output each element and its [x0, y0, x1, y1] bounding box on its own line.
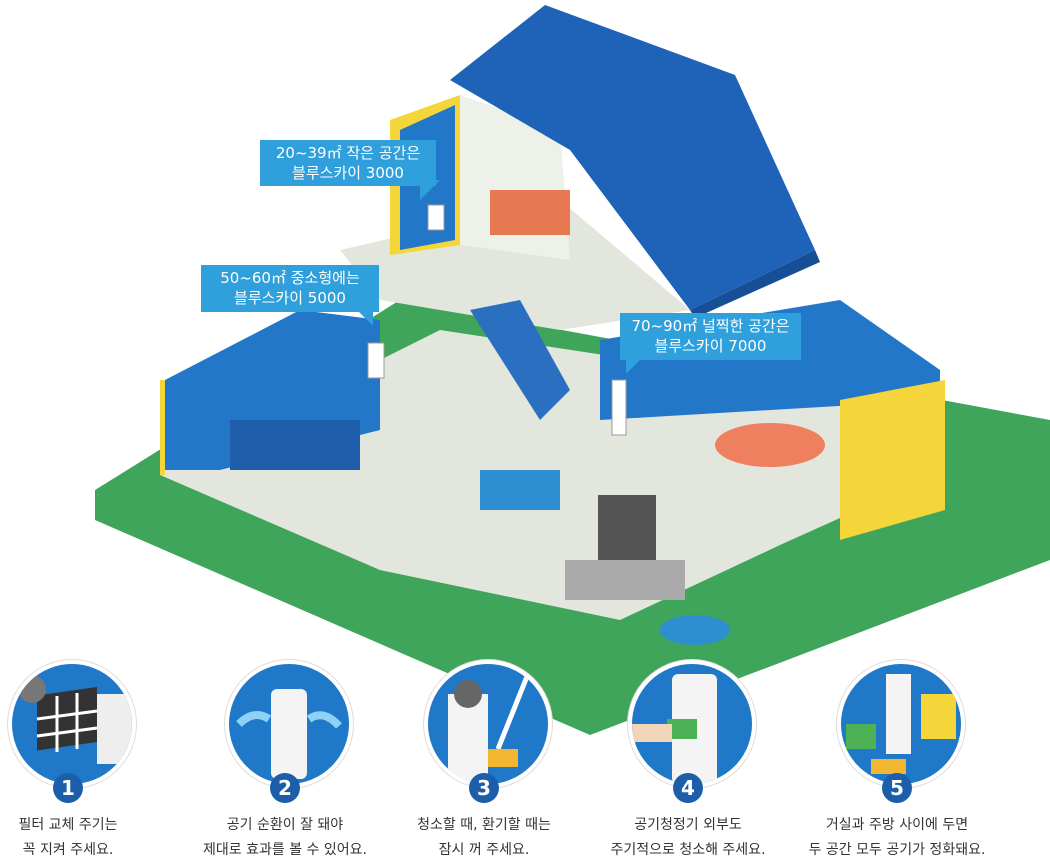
air-purifier — [611, 379, 627, 436]
tip-caption: 필터 교체 주기는 — [18, 817, 118, 833]
callout-line: 블루스카이 7000 — [654, 337, 767, 355]
left-wall-yellow — [160, 380, 165, 475]
air-purifier — [427, 204, 445, 231]
tip-caption: 두 공간 모두 공기가 정화돼요. — [808, 842, 986, 858]
roof — [450, 5, 815, 310]
callout-bluesky-3000: 20~39㎡ 작은 공간은 블루스카이 3000 — [260, 140, 440, 200]
tip-caption: 주기적으로 청소해 주세요. — [610, 842, 766, 858]
tip-caption: 공기청정기 외부도 — [634, 817, 742, 833]
callout-line: 50~60㎡ 중소형에는 — [220, 269, 360, 287]
tip-caption: 잠시 꺼 주세요. — [438, 842, 530, 858]
step-number-badge: 5 — [882, 773, 912, 803]
power-off-icon — [424, 660, 552, 788]
step-number-badge: 1 — [53, 773, 83, 803]
step-number-badge: 3 — [469, 773, 499, 803]
placement-icon — [837, 660, 965, 788]
callout-bluesky-7000: 70~90㎡ 널찍한 공간은 블루스카이 7000 — [620, 313, 801, 374]
tip-caption: 거실과 주방 사이에 두면 — [825, 817, 969, 833]
tip-caption: 공기 순환이 잘 돼야 — [226, 817, 344, 833]
callout-line: 블루스카이 3000 — [292, 164, 404, 182]
callout-bluesky-5000: 50~60㎡ 중소형에는 블루스카이 5000 — [201, 265, 379, 326]
tip-caption: 청소할 때, 환기할 때는 — [417, 817, 551, 833]
bed — [230, 420, 360, 470]
callout-line: 20~39㎡ 작은 공간은 — [275, 144, 421, 162]
air-purifier — [367, 342, 385, 379]
wipe-clean-icon — [628, 660, 756, 788]
tip-caption: 꼭 지켜 주세요. — [22, 842, 114, 858]
filter-replace-icon — [8, 660, 136, 788]
dining-table — [715, 423, 825, 467]
roof-edge — [690, 250, 820, 318]
right-wall-yellow — [840, 380, 945, 540]
tv — [598, 495, 656, 560]
stairs — [470, 300, 570, 420]
sofa — [480, 470, 560, 510]
step-number-badge: 2 — [270, 773, 300, 803]
air-circulation-icon — [225, 660, 353, 788]
callout-line: 블루스카이 5000 — [234, 289, 346, 307]
callout-line: 70~90㎡ 널찍한 공간은 — [631, 317, 790, 335]
tip-caption: 제대로 효과를 볼 수 있어요. — [203, 842, 367, 858]
tv-stand — [565, 560, 685, 600]
step-number-badge: 4 — [673, 773, 703, 803]
bed-upper — [490, 190, 570, 235]
pond — [660, 615, 730, 645]
